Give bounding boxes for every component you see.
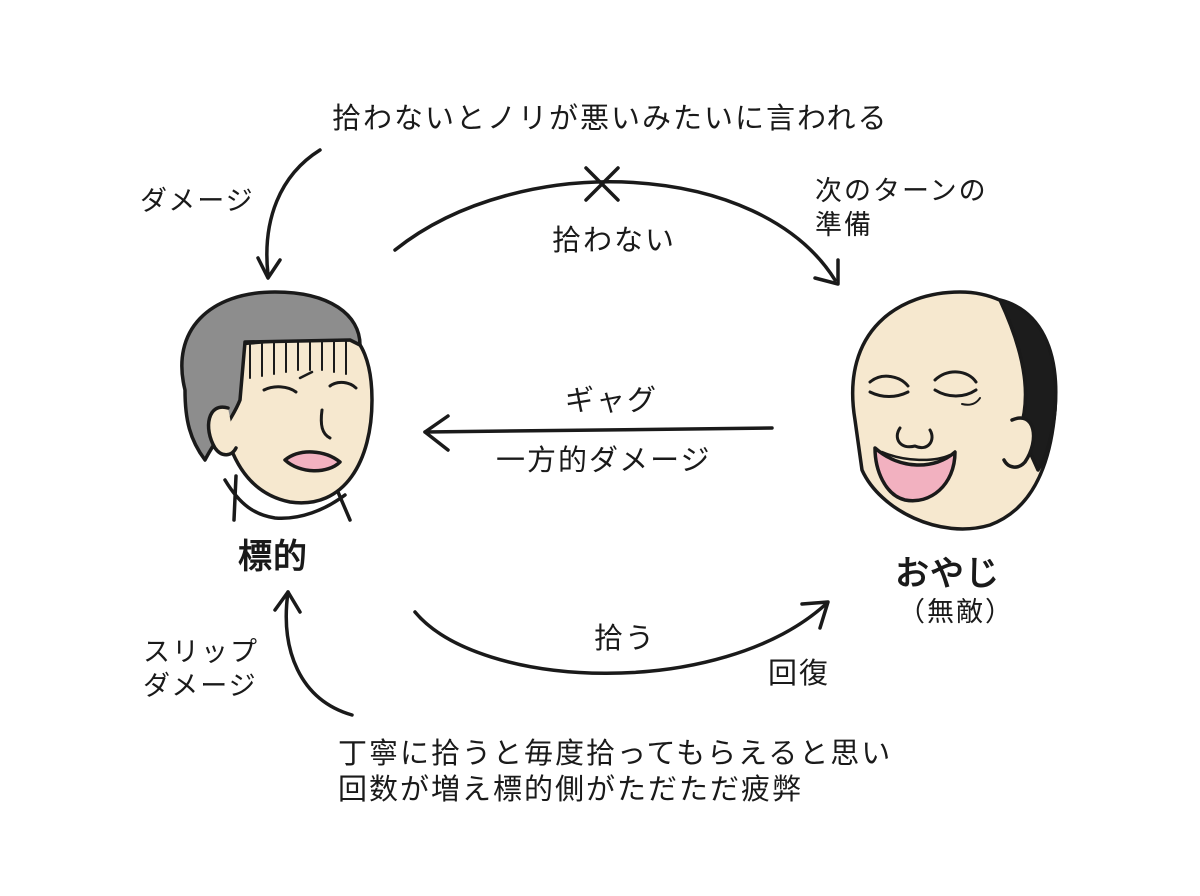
arrow-pickup-arc	[413, 600, 830, 675]
arrow-gag-line	[423, 414, 774, 452]
top-note: 拾わないとノリが悪いみたいに言われる	[332, 101, 889, 135]
next-turn-line-2: 準備	[815, 209, 873, 241]
recovery-label: 回復	[768, 656, 831, 690]
refuse-label: 拾わない	[552, 223, 677, 257]
damage-label-top: ダメージ	[140, 186, 255, 217]
slip-damage-line-1: スリップ	[143, 637, 259, 668]
target-label: 標的	[238, 537, 308, 577]
bottom-note-line-1: 丁寧に拾うと毎度拾ってもらえると思い	[338, 736, 893, 770]
slip-damage-line-2: ダメージ	[143, 670, 258, 702]
arrow-refuse-arc	[393, 180, 840, 286]
oyaji-character	[851, 290, 1058, 531]
slip-damage-label: スリップ ダメージ	[143, 636, 259, 704]
gag-label: ギャグ	[565, 383, 659, 417]
pickup-label: 拾う	[594, 621, 657, 655]
cross-mark-icon	[584, 166, 620, 202]
arrow-slip-to-target	[273, 590, 354, 717]
next-turn-label: 次のターンの 準備	[815, 175, 988, 243]
oyaji-invincible-label: （無敵）	[898, 597, 1014, 628]
bottom-note-line-2: 回数が増え標的側がただただ疲弊	[338, 772, 804, 807]
arrow-top-to-target	[256, 148, 322, 280]
oyaji-label: おやじ	[895, 554, 1000, 594]
target-character	[180, 290, 374, 522]
bottom-note: 丁寧に拾うと毎度拾ってもらえると思い 回数が増え標的側がただただ疲弊	[338, 735, 892, 808]
one-sided-damage-label: 一方的ダメージ	[496, 443, 712, 477]
hair-fringe-lines	[249, 339, 347, 379]
next-turn-line-1: 次のターンの	[815, 176, 988, 207]
